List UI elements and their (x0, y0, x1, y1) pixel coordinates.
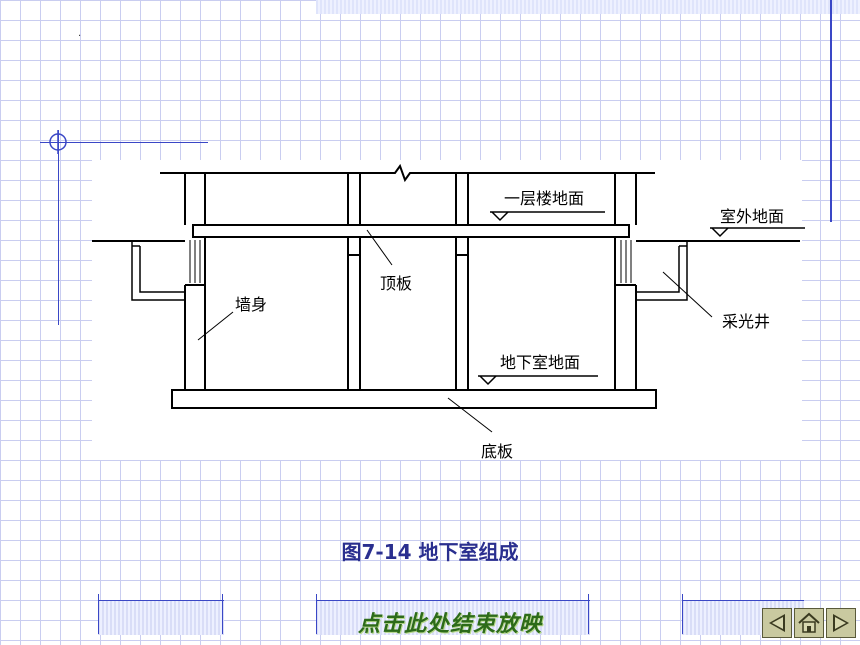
label-bottom-slab: 底板 (481, 442, 513, 461)
top-break-line (160, 163, 655, 183)
diagram-panel (92, 160, 802, 460)
figure-caption: 图7-14 地下室组成 (341, 540, 519, 564)
left-decoration-vline (58, 130, 59, 325)
light-well-left (131, 241, 185, 301)
label-basement-floor: 地下室地面 (500, 353, 580, 372)
label-outdoor-ground: 室外地面 (720, 207, 784, 226)
end-show-link[interactable]: 点击此处结束放映 (357, 611, 542, 637)
home-button[interactable] (794, 608, 824, 638)
next-arrow-icon (833, 614, 849, 632)
home-icon (798, 612, 820, 633)
footer-band-left (98, 600, 224, 635)
left-decoration-line (40, 142, 208, 143)
prev-slide-button[interactable] (762, 608, 792, 638)
top-decoration-band (316, 0, 860, 14)
prev-arrow-icon (769, 614, 785, 632)
label-first-floor: 一层楼地面 (504, 189, 584, 208)
roof-slab (192, 224, 630, 238)
label-wall: 墙身 (235, 295, 267, 314)
label-roof-slab: 顶板 (380, 274, 412, 293)
bottom-slab (171, 389, 657, 409)
light-well-right (636, 241, 688, 301)
footer-band-center (316, 600, 590, 635)
crosshair-icon (49, 130, 67, 154)
dot-mark: . (78, 28, 82, 39)
label-light-well: 采光井 (722, 312, 770, 331)
right-decoration-line (830, 0, 832, 222)
next-slide-button[interactable] (826, 608, 856, 638)
